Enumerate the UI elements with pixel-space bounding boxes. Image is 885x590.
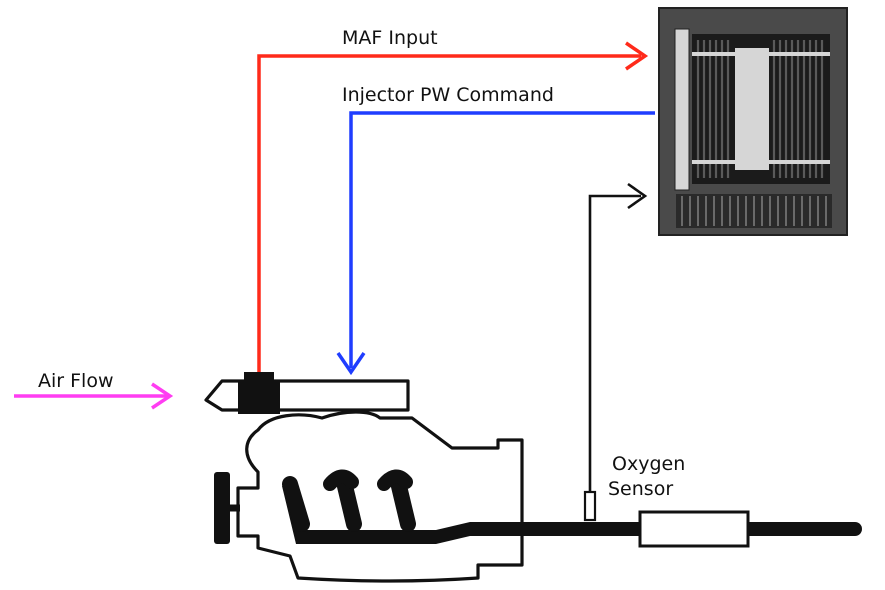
air-flow-arrowhead: [151, 382, 174, 410]
air-flow-signal: [14, 382, 174, 410]
oxygen-feedback-line: [588, 194, 641, 492]
maf-sensor-icon: [238, 372, 280, 414]
injector-pw-arrowhead: [336, 352, 366, 376]
oxygen-sensor-label-line2: Sensor: [608, 478, 673, 500]
injector-pw-signal: [336, 111, 655, 376]
oxygen-feedback-signal: [588, 182, 648, 492]
maf-input-label: MAF Input: [342, 27, 438, 49]
injector-pw-line: [349, 111, 655, 368]
maf-input-arrowhead: [625, 41, 649, 71]
injector-pw-command-label: Injector PW Command: [342, 84, 554, 106]
muffler-icon: [638, 510, 750, 548]
maf-input-line: [257, 54, 641, 372]
oxygen-feedback-arrowhead: [627, 182, 648, 210]
engine-block-icon: [214, 410, 524, 583]
air-flow-label: Air Flow: [38, 370, 114, 392]
ecu-module-icon: [658, 7, 848, 236]
oxygen-sensor-icon: [583, 490, 597, 522]
intake-manifold: [204, 379, 410, 412]
maf-input-signal: [257, 41, 649, 372]
exhaust-manifold: [282, 469, 525, 544]
oxygen-sensor-label-line1: Oxygen: [612, 453, 685, 475]
